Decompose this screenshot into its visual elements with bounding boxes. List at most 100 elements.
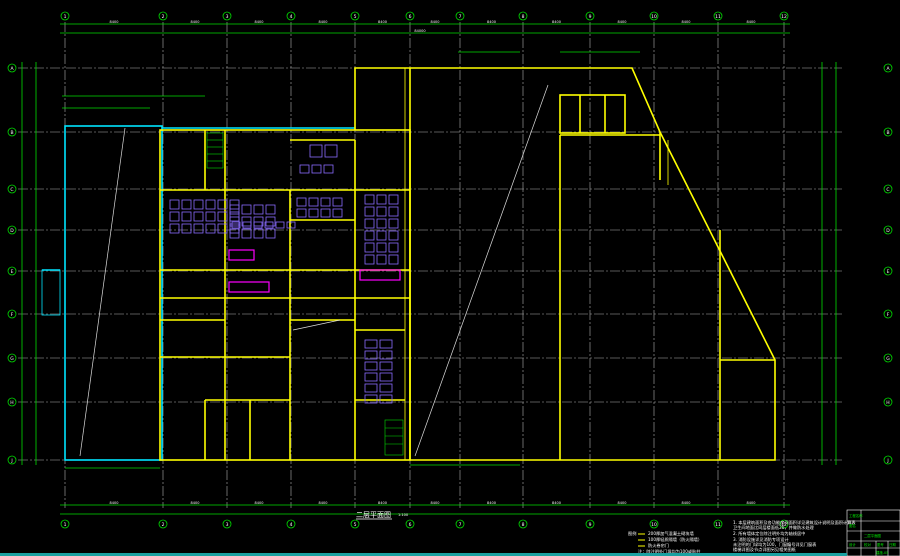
axis-label: 6	[409, 14, 412, 20]
axis-bubble	[779, 11, 789, 21]
axis-label: 10	[651, 14, 657, 20]
furniture-item	[265, 204, 276, 215]
axis-bubble	[158, 519, 168, 529]
furniture-item	[311, 164, 322, 174]
furniture-item	[296, 208, 307, 218]
legend-item: 防火卷帘门	[648, 542, 669, 549]
axis-label: C	[10, 187, 13, 193]
axis-label: B	[886, 130, 889, 136]
furniture-item	[299, 164, 310, 174]
legend-item: 100厚轻质隔墙（防火隔墙）	[648, 536, 702, 543]
furniture-item	[217, 199, 228, 210]
axis-bubble	[713, 519, 723, 529]
furniture-item	[364, 218, 375, 229]
drawing-scale: 1:100	[398, 513, 408, 517]
reference-lines	[79, 84, 549, 457]
axis-bubble	[7, 455, 17, 465]
axis-label: 10	[651, 522, 657, 528]
axis-label: 3	[226, 522, 229, 528]
dimension-text: 8400	[487, 20, 496, 24]
axis-bubble	[7, 309, 17, 319]
axis-bubble	[883, 63, 893, 73]
furniture-item	[379, 339, 393, 349]
axis-bubble	[222, 519, 232, 529]
legend: 图例 200厚加气混凝土砌块墙 100厚轻质隔墙（防火隔墙） 防火卷帘门 注：除…	[628, 530, 702, 555]
furniture-item	[205, 211, 216, 222]
furniture-item	[364, 350, 378, 360]
dimension-text: 8400	[747, 20, 756, 24]
dimension-text: 8400	[319, 20, 328, 24]
furniture-item	[169, 199, 180, 210]
furniture-item	[231, 221, 241, 229]
furniture-item	[264, 221, 274, 229]
furniture-item	[286, 221, 296, 229]
legend-label: 图例	[628, 530, 636, 537]
furniture-item	[265, 228, 276, 239]
axis-bubble	[518, 11, 528, 21]
furniture-item	[296, 197, 307, 207]
furniture-item	[379, 372, 393, 382]
furniture-item	[364, 254, 375, 265]
axis-bubble	[7, 127, 17, 137]
axis-label: J	[886, 458, 888, 464]
furniture-item	[253, 221, 263, 229]
axis-label: 8	[522, 14, 525, 20]
axis-label: G	[886, 356, 890, 362]
title-block-drawing-name: 二层平面图	[864, 533, 882, 538]
left-wing-curtain-wall	[41, 125, 355, 461]
furniture-item	[229, 216, 240, 227]
furniture-item	[388, 206, 399, 217]
dimension-text: 8400	[255, 501, 264, 505]
furniture-item	[308, 208, 319, 218]
dimension-text: 8400	[682, 501, 691, 505]
axis-label: 4	[290, 522, 293, 528]
furniture-item	[169, 223, 180, 234]
legend-item: 200厚加气混凝土砌块墙	[648, 530, 694, 537]
axis-bubble	[455, 519, 465, 529]
axis-label: 9	[589, 522, 592, 528]
axis-label: H	[886, 400, 889, 406]
axis-label: J	[10, 458, 12, 464]
axis-label: 7	[459, 14, 462, 20]
dimension-text: 8400	[191, 501, 200, 505]
furniture-item	[205, 199, 216, 210]
note-line: 3. 消防设施详见消防专项设计	[733, 536, 789, 543]
axis-bubble	[222, 11, 232, 21]
furniture-item	[193, 211, 204, 222]
furniture-item	[364, 206, 375, 217]
furniture-item	[275, 221, 285, 229]
walls	[159, 67, 776, 461]
dimension-text: 8400	[618, 20, 627, 24]
axis-bubble	[7, 353, 17, 363]
dimension-text: 8400	[255, 20, 264, 24]
axis-grid: 1184008400228400840033840084004484008400…	[7, 11, 893, 529]
furniture-item	[181, 223, 192, 234]
furniture-item	[229, 228, 240, 239]
furniture-item	[229, 204, 240, 215]
axis-label: 5	[354, 522, 357, 528]
stairs	[206, 132, 404, 456]
note-line: 卫生间地面比同层楼面低20，并做防水处理	[733, 524, 815, 531]
general-notes: 1. 本层建筑面积及各功能房间面积详见建筑设计说明及面积计算表 卫生间地面比同层…	[733, 519, 856, 553]
furniture-item	[308, 197, 319, 207]
axis-bubble	[883, 353, 893, 363]
dimension-text: 8400	[110, 501, 119, 505]
title-block-drawing-no-label: 图号	[877, 542, 884, 547]
furniture-item	[181, 211, 192, 222]
title-block-date-label: 日期	[889, 542, 896, 547]
axis-bubble	[883, 397, 893, 407]
furniture-item	[379, 361, 393, 371]
axis-label: 5	[354, 14, 357, 20]
axis-label: H	[10, 400, 13, 406]
axis-bubble	[585, 11, 595, 21]
furniture-item	[265, 216, 276, 227]
axis-bubble	[7, 266, 17, 276]
dimension-text: 8400	[110, 20, 119, 24]
axis-bubble	[883, 266, 893, 276]
furniture-item	[324, 144, 338, 158]
axis-label: 4	[290, 14, 293, 20]
axis-label: 2	[162, 522, 165, 528]
dimension-text: 8400	[552, 20, 561, 24]
furniture-item	[388, 254, 399, 265]
title-block-project-label: 工程名称	[849, 513, 863, 518]
